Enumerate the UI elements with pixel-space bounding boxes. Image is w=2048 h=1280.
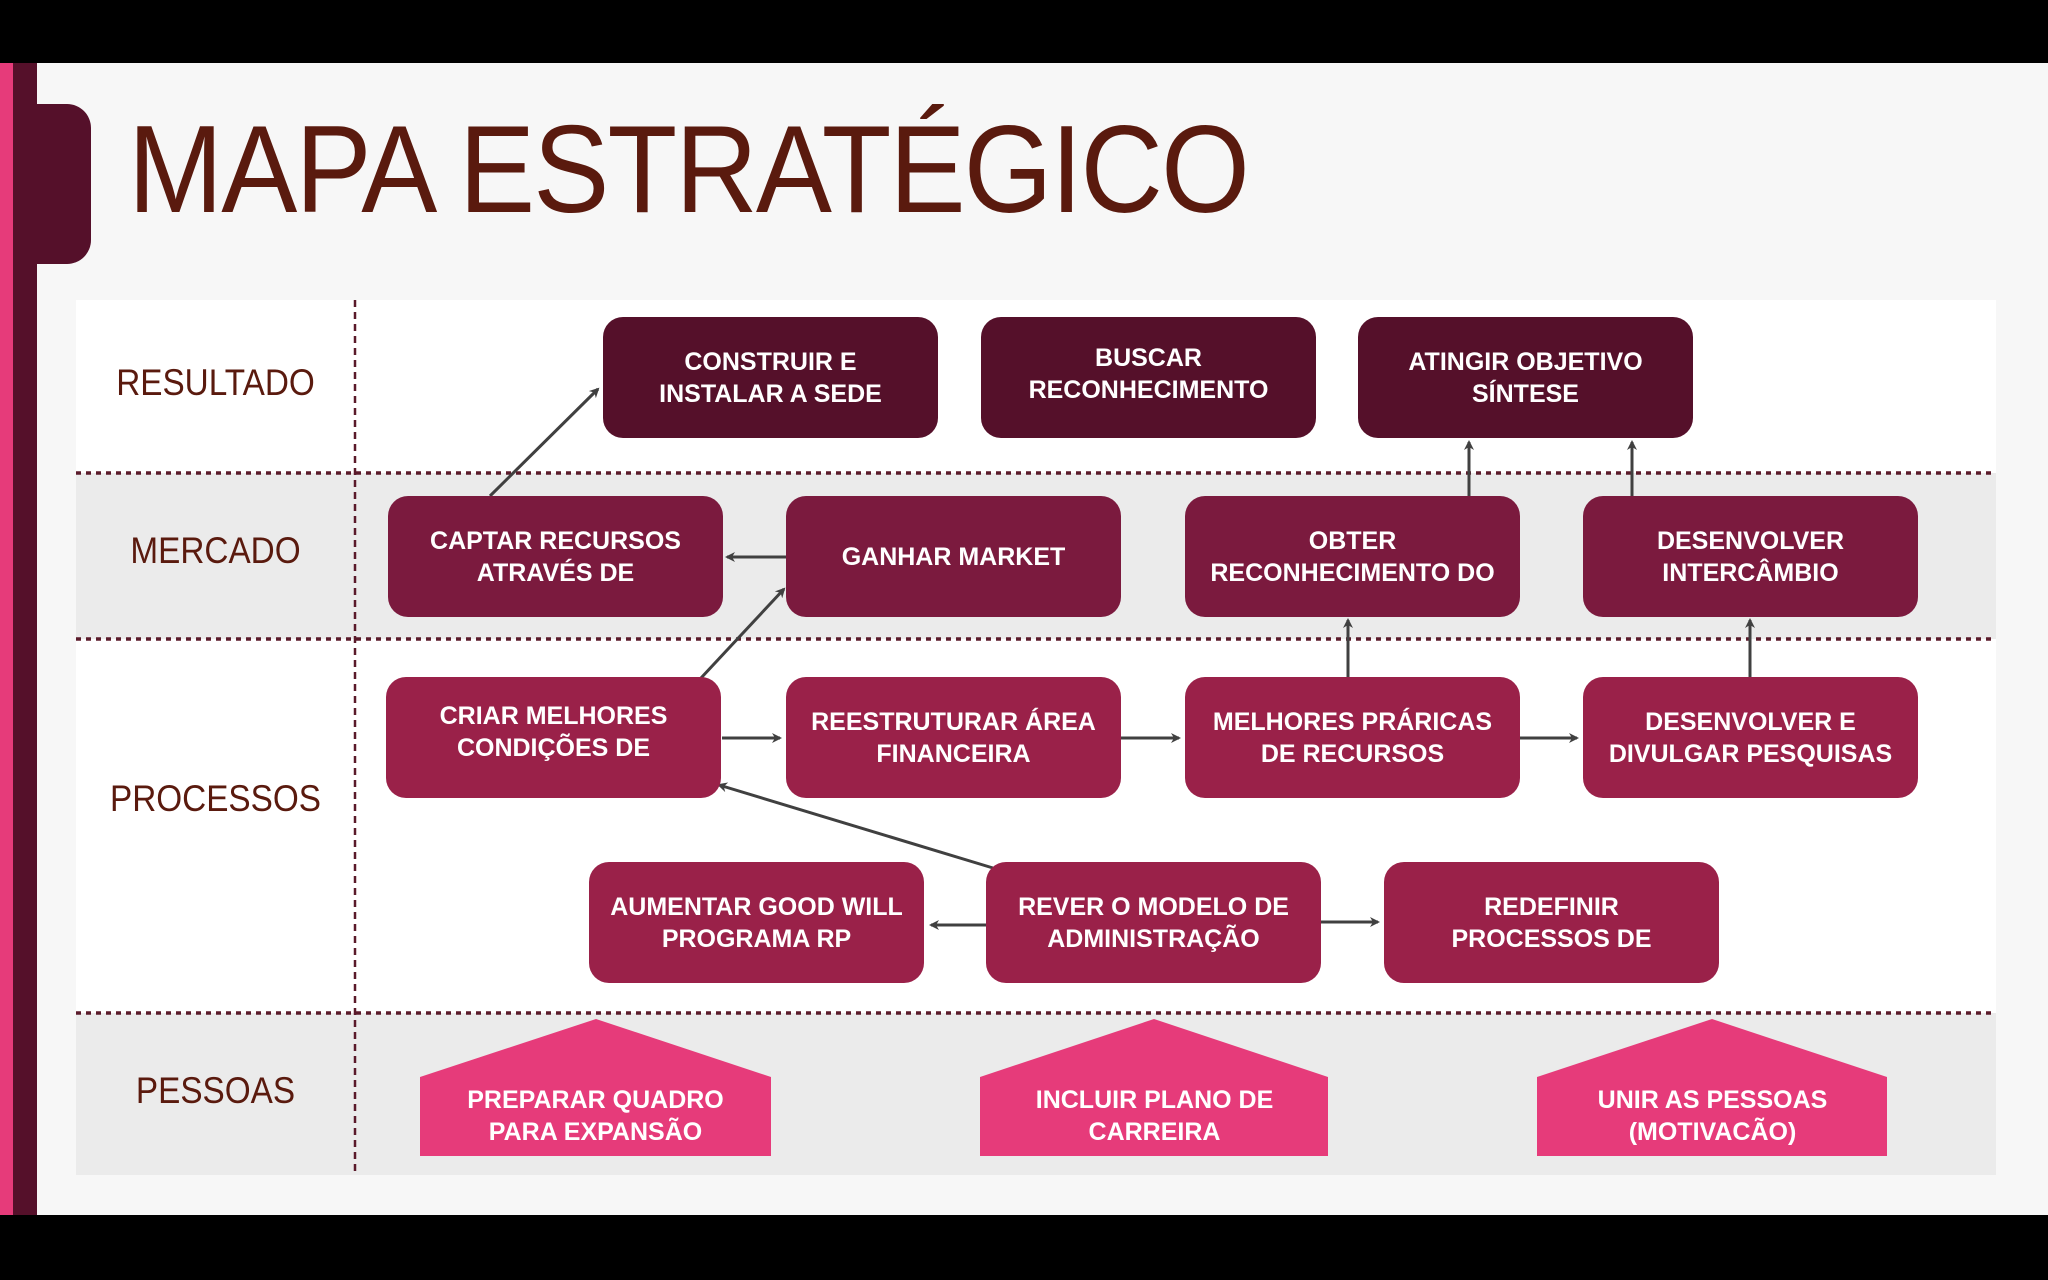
objective-line: INTERCÂMBIO [1662,558,1839,587]
objective-line: GANHAR MARKET [841,542,1066,571]
bottom-letterbox [0,1215,2048,1280]
top-letterbox [0,0,2048,63]
pessoas-pentagon-2 [980,1019,1328,1156]
objective-rever-modelo: REVER O MODELO DE ADMINISTRAÇÃO [986,862,1321,983]
objective-unir-pessoas: UNIR AS PESSOAS (MOTIVACÃO) [1537,1084,1888,1148]
objective-line: PREPARAR QUADRO [467,1086,724,1114]
objective-criar-melhores-condicoes: CRIAR MELHORES CONDIÇÕES DE [386,677,721,798]
objective-buscar-reconhecimento: BUSCAR RECONHECIMENTO [981,317,1316,438]
accent-strip-pink [0,63,13,1215]
objective-line: PROGRAMA RP [661,924,852,953]
objective-line: DESENVOLVER [1656,526,1845,555]
objective-line: FINANCEIRA [876,739,1031,768]
objective-incluir-plano: INCLUIR PLANO DE CARREIRA [979,1084,1330,1148]
objective-line: ATINGIR OBJETIVO [1408,347,1643,376]
objective-desenvolver-intercambio: DESENVOLVER INTERCÂMBIO [1583,496,1918,617]
objective-line: CONDIÇÕES DE [456,733,651,762]
objective-line: SÍNTESE [1472,379,1579,408]
title-tab [30,104,91,264]
objective-line: DE RECURSOS [1260,739,1445,768]
row-label-resultado: RESULTADO [116,362,315,403]
arrow-criar-to-ganhar [699,587,786,680]
objective-line: RECONHECIMENTO [1028,375,1269,404]
objective-melhores-praticas: MELHORES PRÁRICAS DE RECURSOS [1185,677,1520,798]
objective-line: BUSCAR [1095,343,1202,372]
objective-line: OBTER [1308,526,1397,555]
objective-desenvolver-pesquisas: DESENVOLVER E DIVULGAR PESQUISAS [1583,677,1918,798]
objective-redefinir-processos: REDEFINIR PROCESSOS DE [1384,862,1719,983]
objective-preparar-quadro: PREPARAR QUADRO PARA EXPANSÃO [420,1084,771,1148]
objective-construir-sede: CONSTRUIR E INSTALAR A SEDE [603,317,938,438]
objective-obter-reconhecimento: OBTER RECONHECIMENTO DO [1185,496,1520,617]
objective-ganhar-market: GANHAR MARKET [786,496,1121,617]
objective-line: PROCESSOS DE [1451,924,1652,953]
arrow-rever-to-criar [717,782,994,870]
objective-line: CRIAR MELHORES [439,701,668,730]
objective-line: CONSTRUIR E [684,347,857,376]
objective-line: PARA EXPANSÃO [488,1118,703,1146]
objective-line: INCLUIR PLANO DE [1035,1086,1274,1114]
objective-line: ATRAVÉS DE [476,558,635,587]
arrow-captar-to-construir [488,387,600,498]
page-title: MAPA ESTRATÉGICO [128,101,1250,239]
row-label-processos: PROCESSOS [110,778,321,819]
objective-line: CARREIRA [1088,1118,1221,1146]
objective-line: DIVULGAR PESQUISAS [1608,739,1893,768]
objective-line: ADMINISTRAÇÃO [1047,924,1260,953]
objective-line: REVER O MODELO DE [1018,892,1289,921]
pessoas-pentagon-1 [420,1019,771,1156]
objective-line: RECONHECIMENTO DO [1210,558,1495,587]
objective-aumentar-good-will: AUMENTAR GOOD WILL PROGRAMA RP [589,862,924,983]
objective-line: CAPTAR RECURSOS [430,526,681,555]
objective-line: UNIR AS PESSOAS [1597,1086,1828,1114]
row-label-pessoas: PESSOAS [135,1070,296,1111]
objective-line: DESENVOLVER E [1645,707,1856,736]
objective-reestruturar-area: REESTRUTURAR ÁREA FINANCEIRA [786,677,1121,798]
objective-atingir-objetivo: ATINGIR OBJETIVO SÍNTESE [1358,317,1693,438]
objective-line: (MOTIVACÃO) [1628,1118,1797,1146]
objective-line: REESTRUTURAR ÁREA [811,707,1096,736]
objective-line: AUMENTAR GOOD WILL [610,892,903,921]
objective-line: INSTALAR A SEDE [659,379,882,408]
objective-line: REDEFINIR [1484,892,1619,921]
row-label-mercado: MERCADO [130,530,301,571]
objective-line: MELHORES PRÁRICAS [1212,707,1493,736]
objective-captar-recursos: CAPTAR RECURSOS ATRAVÉS DE [388,496,723,617]
pessoas-pentagon-3 [1537,1019,1887,1156]
